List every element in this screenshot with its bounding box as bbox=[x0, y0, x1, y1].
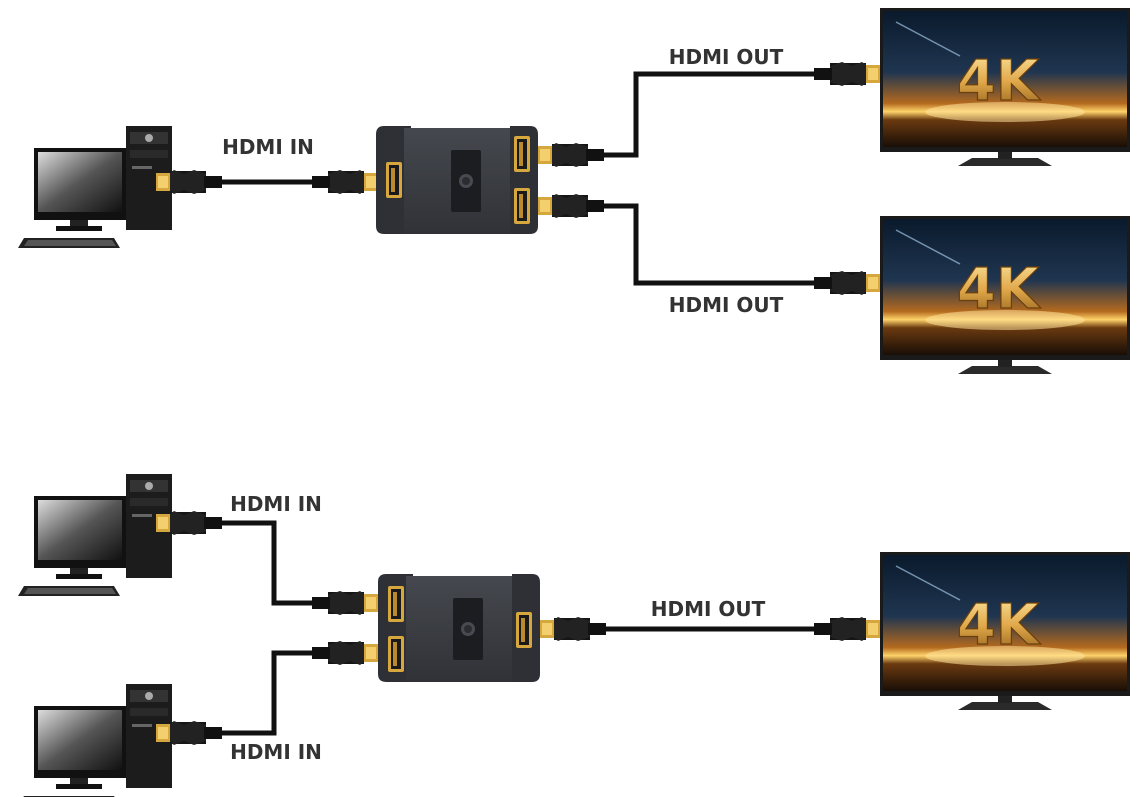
hdmi-out-cable-2 bbox=[600, 203, 816, 286]
hdmi-plug-icon bbox=[538, 143, 604, 167]
hdmi-out-label-2: HDMI OUT bbox=[669, 293, 784, 317]
hdmi-in-cable-1 bbox=[220, 520, 312, 606]
hdmi-plug-icon bbox=[156, 721, 222, 745]
hdmi-switch-device-icon bbox=[376, 126, 538, 234]
hdmi-plug-icon bbox=[540, 617, 606, 641]
hdmi-plug-icon bbox=[814, 271, 880, 295]
hdmi-out-cable-1 bbox=[600, 71, 816, 158]
hdmi-out-label-1: HDMI OUT bbox=[669, 45, 784, 69]
hdmi-plug-icon bbox=[156, 170, 222, 194]
hdmi-plug-icon bbox=[538, 194, 604, 218]
tv-4k-text: 4K bbox=[957, 49, 1042, 114]
source-pc-1-icon bbox=[18, 474, 172, 596]
hdmi-in-label-2: HDMI IN bbox=[230, 740, 322, 764]
diagram-bottom: HDMI IN HDMI IN HDMI OUT 4K bbox=[18, 474, 1131, 797]
tv-4k-text: 4K bbox=[957, 593, 1042, 658]
hdmi-in-cable-2 bbox=[220, 650, 312, 736]
tv-display-icon: 4K bbox=[879, 551, 1131, 711]
diagram-top: HDMI IN HDMI OUT HDMI OUT 4K 4K bbox=[18, 7, 1131, 375]
hdmi-plug-icon bbox=[814, 62, 880, 86]
hdmi-out-label: HDMI OUT bbox=[651, 597, 766, 621]
tv-display-1-icon: 4K bbox=[879, 7, 1131, 167]
source-pc-2-icon bbox=[18, 684, 172, 797]
hdmi-switch-device-icon bbox=[378, 574, 540, 682]
tv-display-2-icon: 4K bbox=[879, 215, 1131, 375]
hdmi-in-label: HDMI IN bbox=[222, 135, 314, 159]
hdmi-in-label-1: HDMI IN bbox=[230, 492, 322, 516]
hdmi-plug-icon bbox=[312, 641, 378, 665]
hdmi-plug-icon bbox=[312, 170, 378, 194]
hdmi-plug-icon bbox=[156, 511, 222, 535]
hdmi-plug-icon bbox=[814, 617, 880, 641]
hdmi-plug-icon bbox=[312, 591, 378, 615]
tv-4k-text: 4K bbox=[957, 257, 1042, 322]
source-pc-icon bbox=[18, 126, 172, 248]
